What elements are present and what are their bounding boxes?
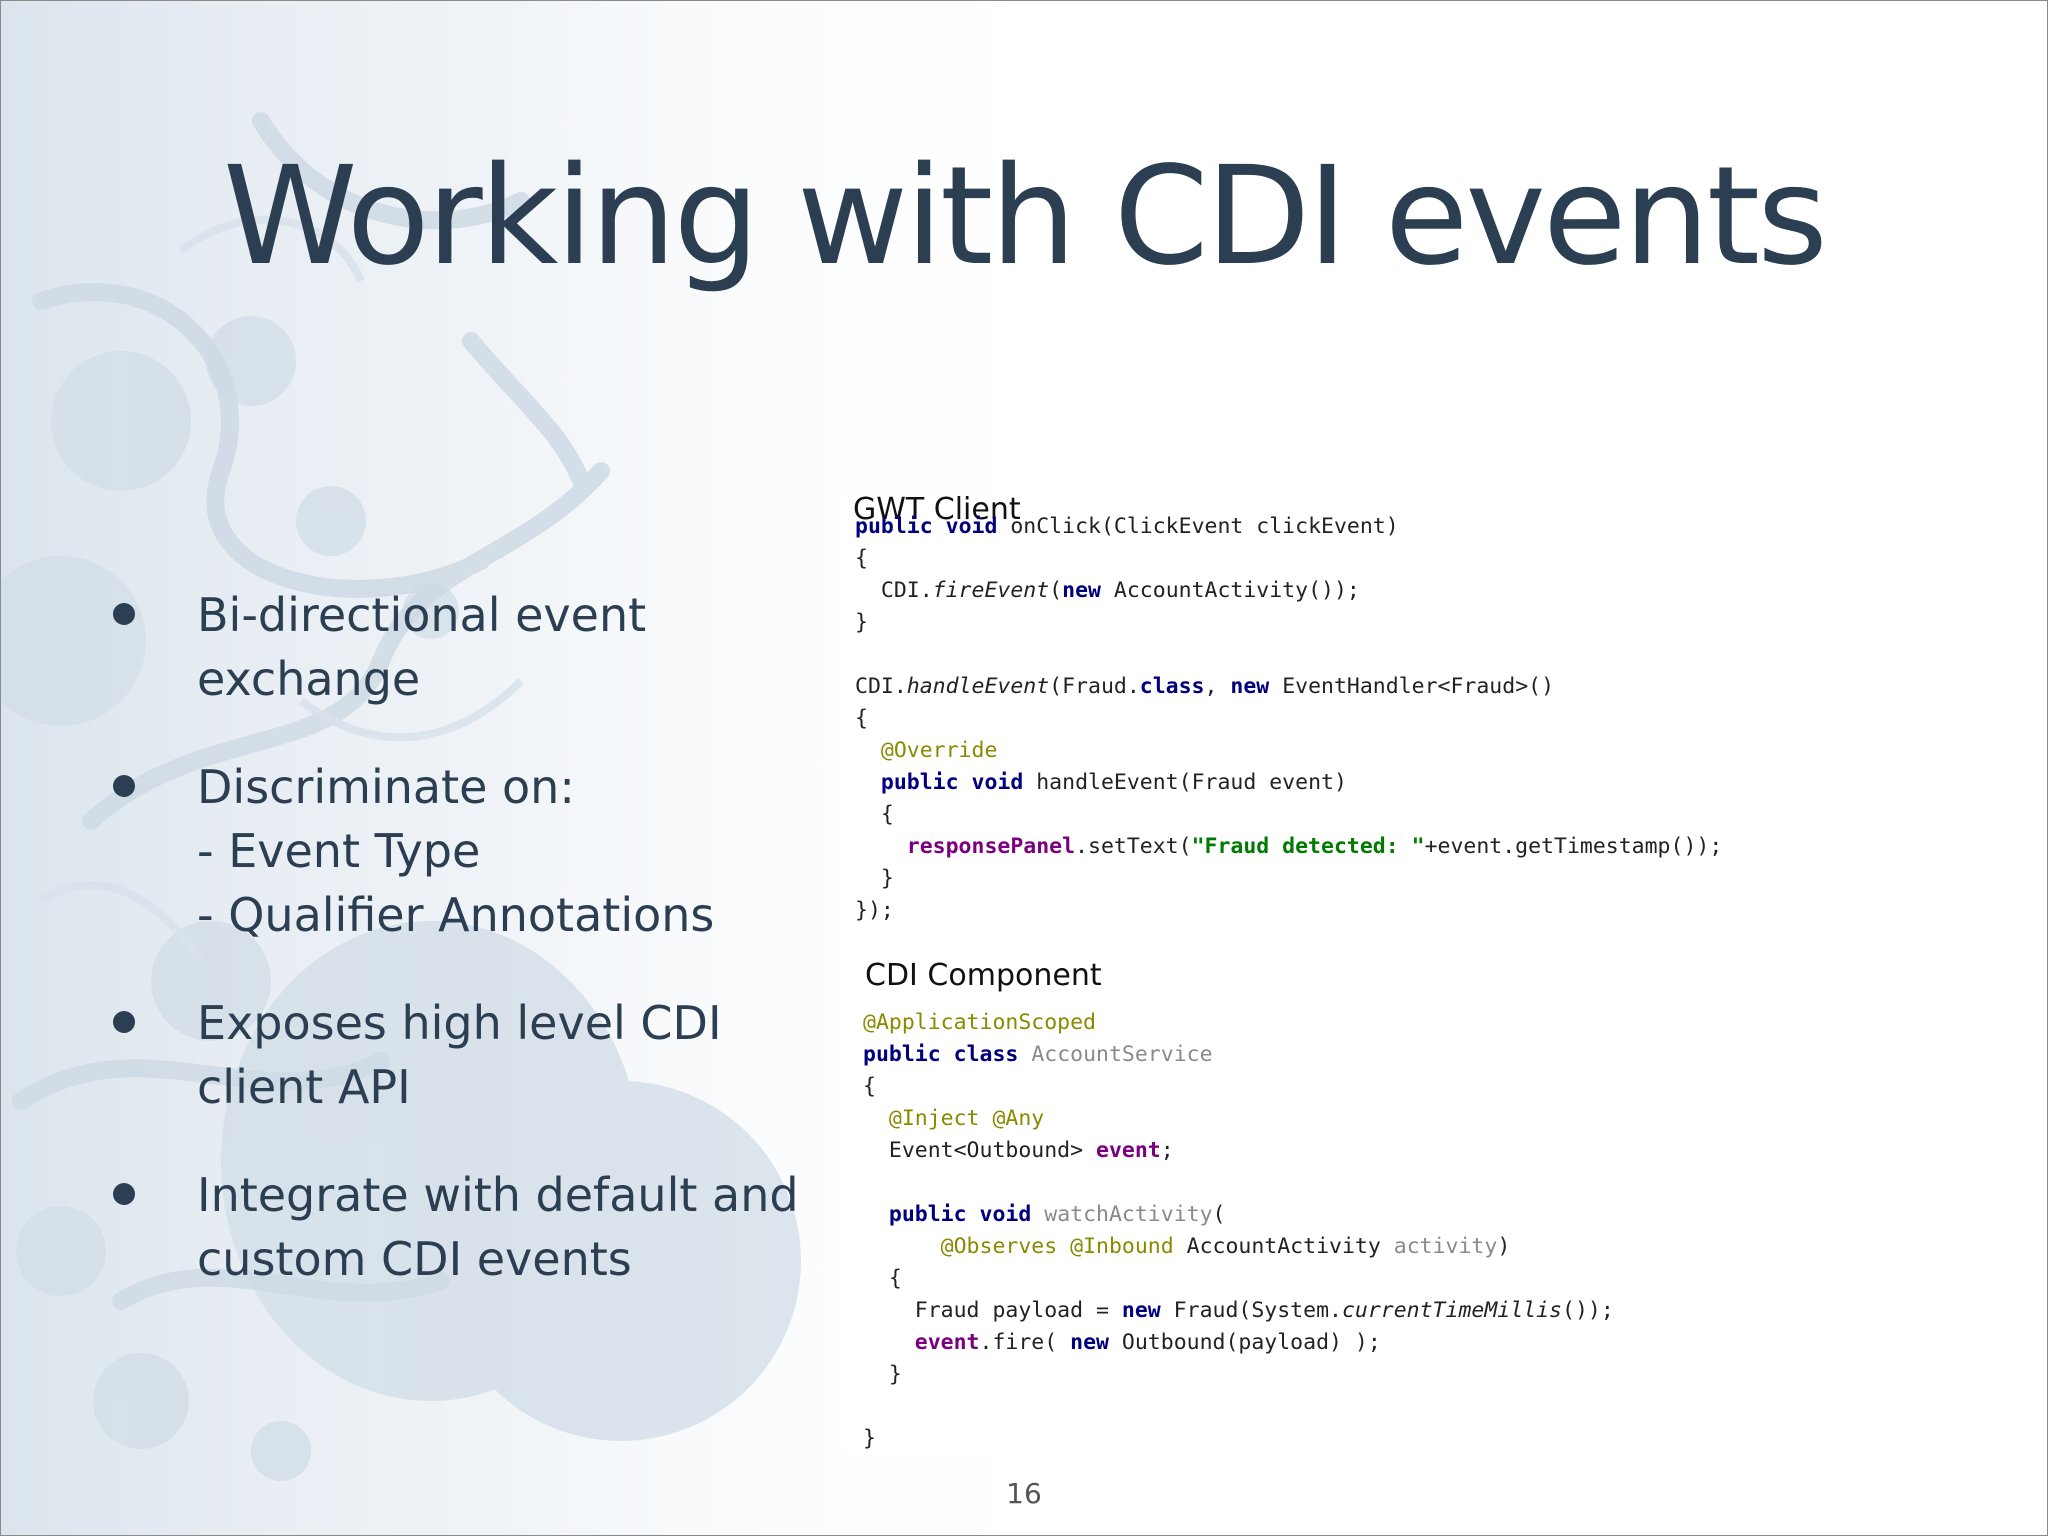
bullet-line: Discriminate on: [197, 760, 575, 814]
bullet-line: custom CDI events [197, 1232, 632, 1286]
bullet-line: client API [197, 1060, 411, 1114]
bullet-line: - Qualifier Annotations [197, 888, 715, 942]
bullet-list: Bi-directional event exchange Discrimina… [109, 583, 809, 1335]
bullet-dot-icon [113, 775, 135, 797]
bullet-item: Bi-directional event exchange [109, 583, 809, 711]
cdi-component-label: CDI Component [865, 958, 1102, 993]
bullet-item: Exposes high level CDI client API [109, 991, 809, 1119]
bullet-line: Bi-directional event [197, 588, 647, 642]
bullet-line: - Event Type [197, 824, 481, 878]
bullet-line: Integrate with default and [197, 1168, 799, 1222]
bullet-dot-icon [113, 1011, 135, 1033]
bullet-dot-icon [113, 1183, 135, 1205]
bullet-dot-icon [113, 603, 135, 625]
bullet-text: Exposes high level CDI client API [197, 991, 809, 1119]
gwt-client-label: GWT Client [853, 492, 1021, 527]
bullet-item: Discriminate on: - Event Type - Qualifie… [109, 755, 809, 947]
cdi-component-code: @ApplicationScoped public class AccountS… [863, 1010, 1614, 1451]
bullet-line: exchange [197, 652, 421, 706]
bullet-line: Exposes high level CDI [197, 996, 722, 1050]
slide-title: Working with CDI events [223, 138, 1828, 296]
page-number: 16 [1006, 1477, 1042, 1510]
bullet-item: Integrate with default and custom CDI ev… [109, 1163, 809, 1291]
code-panel: GWT Client public void onClick(ClickEven… [841, 495, 1981, 1455]
gwt-client-code: public void onClick(ClickEvent clickEven… [855, 514, 1723, 923]
bullet-text: Integrate with default and custom CDI ev… [197, 1163, 809, 1291]
bullet-text: Bi-directional event exchange [197, 583, 809, 711]
bullet-text: Discriminate on: - Event Type - Qualifie… [197, 755, 809, 947]
